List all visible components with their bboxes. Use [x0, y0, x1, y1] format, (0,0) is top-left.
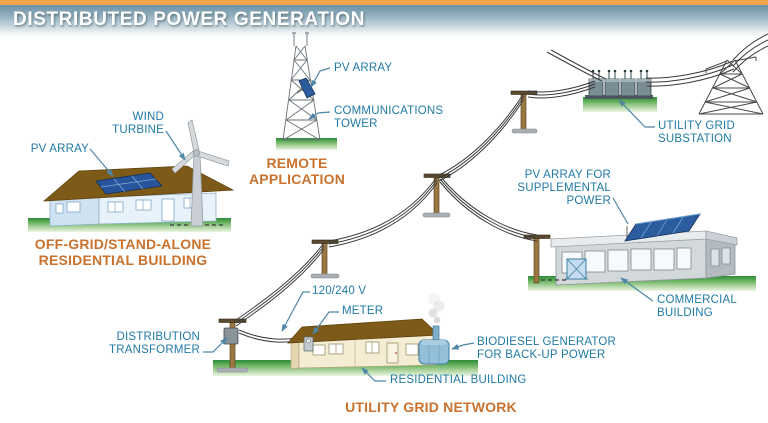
commercial-pv-array [624, 213, 701, 242]
label-commercial-building: COMMERCIAL BUILDING [657, 294, 737, 320]
utility-substation [585, 69, 653, 99]
commercial-building [541, 213, 738, 286]
utility-house-roof [287, 318, 440, 344]
label-offgrid-pv-array: PV ARRAY [30, 143, 89, 155]
leader-distribution-transformer [203, 337, 228, 353]
label-comms-tower-line1: COMMUNICATIONS [334, 105, 444, 117]
offgrid-door [161, 198, 175, 222]
substation-ground [583, 97, 657, 112]
label-commercial-pv-line3: POWER [566, 195, 611, 207]
leader-generator [451, 342, 475, 350]
pole-distribution-transformer [216, 318, 249, 373]
caption-remote-line2: APPLICATION [248, 171, 346, 187]
leader-meter [312, 311, 339, 335]
header-banner [0, 5, 768, 38]
label-substation-line2: SUBSTATION [658, 133, 732, 145]
turbine-hub [192, 149, 201, 157]
leader-substation [618, 99, 655, 128]
offgrid-windows [55, 197, 198, 222]
offgrid-house [42, 165, 235, 227]
label-residential-building: RESIDENTIAL BUILDING [390, 374, 527, 386]
pole-commercial [523, 234, 551, 284]
leader-wind-turbine [165, 130, 186, 161]
biodiesel-generator [418, 293, 450, 365]
caption-offgrid: OFF-GRID/STAND-ALONE RESIDENTIAL BUILDIN… [25, 236, 221, 268]
label-wind-turbine: WIND TURBINE [95, 111, 164, 137]
header-accent-bar [0, 0, 768, 5]
leader-commercial-pv [612, 197, 629, 225]
remote-ground [276, 138, 337, 150]
label-meter: METER [342, 305, 384, 317]
leader-commercial-building [620, 277, 654, 302]
caption-offgrid-line2: RESIDENTIAL BUILDING [38, 252, 208, 268]
electric-meter [303, 336, 314, 352]
leader-lines [89, 67, 655, 382]
label-substation: UTILITY GRID SUBSTATION [658, 120, 735, 146]
label-voltage: 120/240 V [312, 285, 367, 297]
leader-remote-pv [310, 67, 331, 88]
label-wind-turbine-line2: TURBINE [112, 124, 164, 136]
utility-house-door [386, 342, 399, 364]
leader-voltage [281, 291, 310, 332]
page-title: DISTRIBUTED POWER GENERATION [13, 9, 366, 30]
smoke [433, 316, 441, 324]
utility-residential-house [287, 318, 440, 370]
leader-residential [361, 367, 386, 382]
turbine-blade-right [196, 150, 230, 167]
label-commercial-pv: PV ARRAY FOR SUPPLEMENTAL POWER [508, 169, 611, 208]
distribution-transformer-box [223, 327, 239, 345]
label-remote-pv-array: PV ARRAY [334, 62, 393, 74]
label-comms-tower: COMMUNICATIONS TOWER [334, 105, 443, 131]
caption-utility-grid-network: UTILITY GRID NETWORK [345, 399, 517, 415]
label-commercial-building-line2: BUILDING [657, 307, 713, 319]
label-biodiesel-generator-line2: FOR BACK-UP POWER [477, 349, 606, 361]
caption-remote-line1: REMOTE [266, 155, 328, 171]
label-substation-line1: UTILITY GRID [658, 120, 735, 132]
label-commercial-building-line1: COMMERCIAL [657, 294, 737, 306]
label-commercial-pv-line1: PV ARRAY FOR [524, 169, 611, 181]
label-biodiesel-generator: BIODIESEL GENERATOR FOR BACK-UP POWER [477, 336, 616, 362]
pole-c [310, 239, 340, 279]
substation-transformers [588, 69, 652, 97]
generator-chimney [432, 325, 440, 342]
label-distribution-transformer-line2: TRANSFORMER [108, 344, 200, 356]
leader-comms-tower [308, 111, 331, 120]
pad-transformer-cabinet [565, 258, 588, 280]
turbine-blade-up [187, 119, 200, 153]
power-lines [235, 33, 768, 343]
caption-remote: REMOTE APPLICATION [246, 155, 348, 187]
utility-poles [216, 90, 551, 373]
offgrid-pv-panel [95, 172, 163, 195]
label-commercial-pv-line2: SUPPLEMENTAL [517, 182, 611, 194]
caption-offgrid-line1: OFF-GRID/STAND-ALONE [34, 236, 212, 252]
label-biodiesel-generator-line1: BIODIESEL GENERATOR [477, 336, 617, 348]
label-wind-turbine-line1: WIND [132, 111, 164, 123]
leader-offgrid-pv [89, 148, 114, 177]
label-distribution-transformer-line1: DISTRIBUTION [116, 331, 200, 343]
remote-pv-panel [296, 77, 316, 99]
label-distribution-transformer: DISTRIBUTION TRANSFORMER [96, 331, 200, 357]
wind-turbine [171, 119, 230, 227]
label-comms-tower-line2: TOWER [334, 118, 378, 130]
